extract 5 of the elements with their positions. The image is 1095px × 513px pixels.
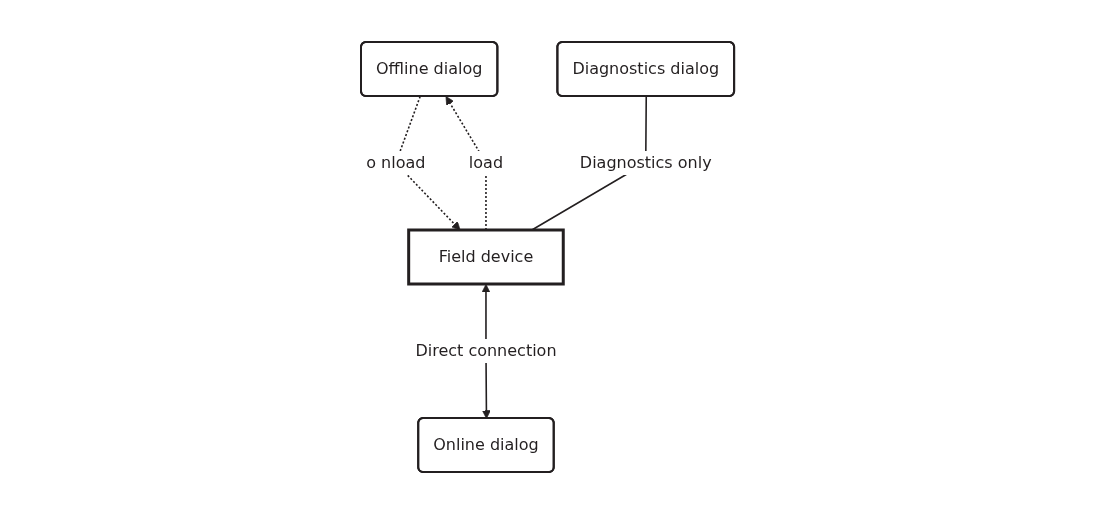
edge-label: Direct connection: [415, 340, 557, 360]
edge-label: Diagnostics only: [579, 152, 712, 172]
edge-label: o nload: [366, 152, 426, 172]
node-box: Field device: [407, 228, 565, 285]
edge-label: load: [468, 152, 504, 172]
